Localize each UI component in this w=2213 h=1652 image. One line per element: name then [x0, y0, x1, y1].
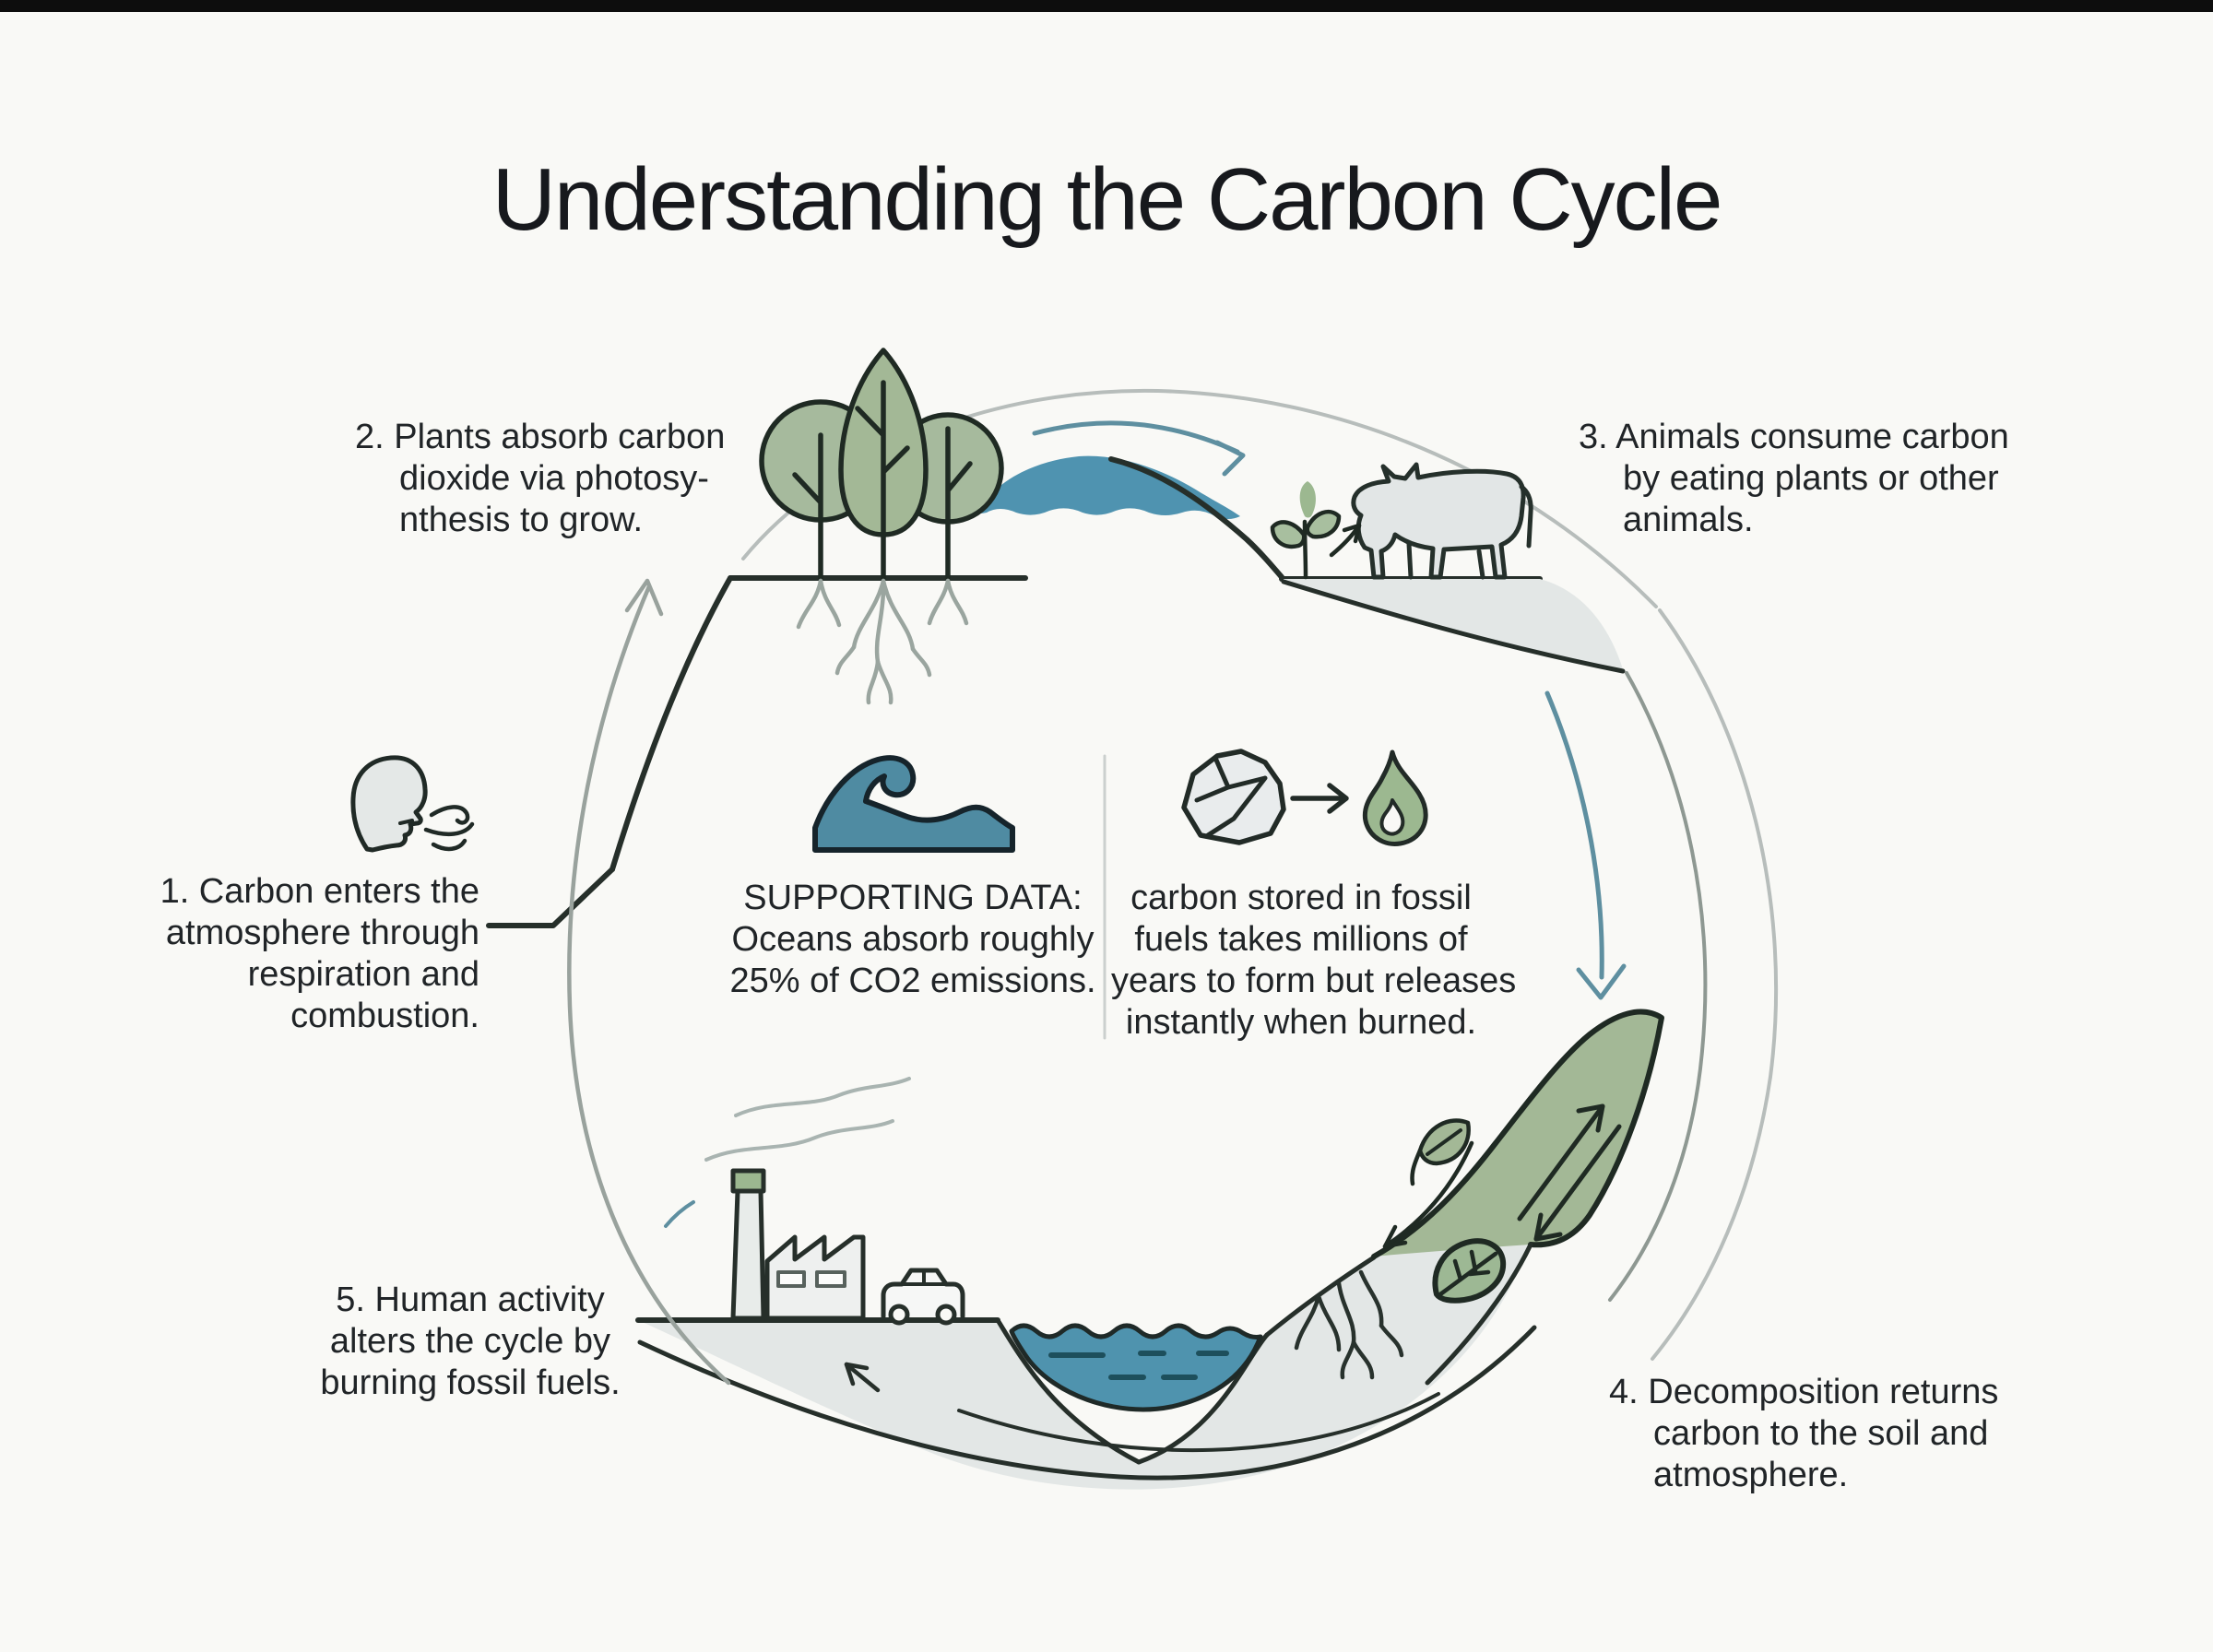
smoke-teal-dash	[664, 1200, 695, 1228]
step-2-label: 2. Plants absorb carbon dioxide via phot…	[355, 418, 726, 539]
sapling-icon	[1270, 481, 1342, 580]
cycle-right-inner-arc	[1608, 671, 1708, 1302]
leaf-icon	[1410, 1118, 1471, 1186]
cycle-right-outer-arc	[1651, 608, 1779, 1361]
smoke-icon	[704, 1077, 911, 1162]
green-hill-icon	[1371, 1009, 1664, 1386]
cycle-arrow-icon	[1032, 420, 1246, 477]
plant-to-cow-arrow-icon	[1329, 523, 1362, 558]
rock-icon	[1181, 749, 1286, 845]
hill-under-cow-edge	[1281, 579, 1626, 674]
car-icon	[881, 1268, 965, 1326]
window-top-bar	[0, 0, 2213, 12]
roots-icon	[796, 578, 969, 705]
factory-icon	[730, 1168, 866, 1321]
cycle-arrow-icon	[1544, 690, 1627, 1000]
step-4-label: 4. Decomposition returns carbon to the s…	[1609, 1373, 1999, 1494]
cycle-left-arc	[486, 575, 1028, 928]
step-5-label: 5. Human activity alters the cycle by bu…	[320, 1280, 621, 1402]
band-arrow-icon	[844, 1362, 881, 1393]
leaf-large-icon	[1432, 1238, 1507, 1304]
flame-icon	[1362, 749, 1428, 846]
roots-icon	[1294, 1269, 1404, 1380]
river-bank-line	[1108, 456, 1284, 580]
river-shape	[976, 455, 1240, 519]
exchange-arrows-icon	[1517, 1103, 1622, 1242]
hill-under-cow	[1284, 579, 1623, 669]
step-3-label: 3. Animals consume carbon by eating plan…	[1579, 418, 2009, 539]
step-1-label: 1. Carbon enters the atmosphere through …	[160, 872, 479, 1035]
breathing-face-icon	[350, 755, 428, 853]
chimney-icon	[730, 1168, 766, 1194]
page-title: Understanding the Carbon Cycle	[491, 150, 1723, 249]
pond-icon	[1009, 1323, 1263, 1412]
trees-icon	[759, 348, 1004, 581]
breath-swirl-icon	[423, 805, 475, 852]
cycle-arrow-icon	[567, 578, 731, 1386]
wave-icon	[812, 755, 1015, 853]
arrow-right-icon	[1290, 783, 1349, 814]
leaf-fall-arrow-icon	[1382, 1140, 1474, 1249]
fossil-fuel-note-label: carbon stored in fossil fuels takes mill…	[1111, 879, 1517, 1042]
supporting-data-label: SUPPORTING DATA: Oceans absorb roughly 2…	[729, 879, 1096, 1000]
cow-icon	[1351, 462, 1533, 580]
